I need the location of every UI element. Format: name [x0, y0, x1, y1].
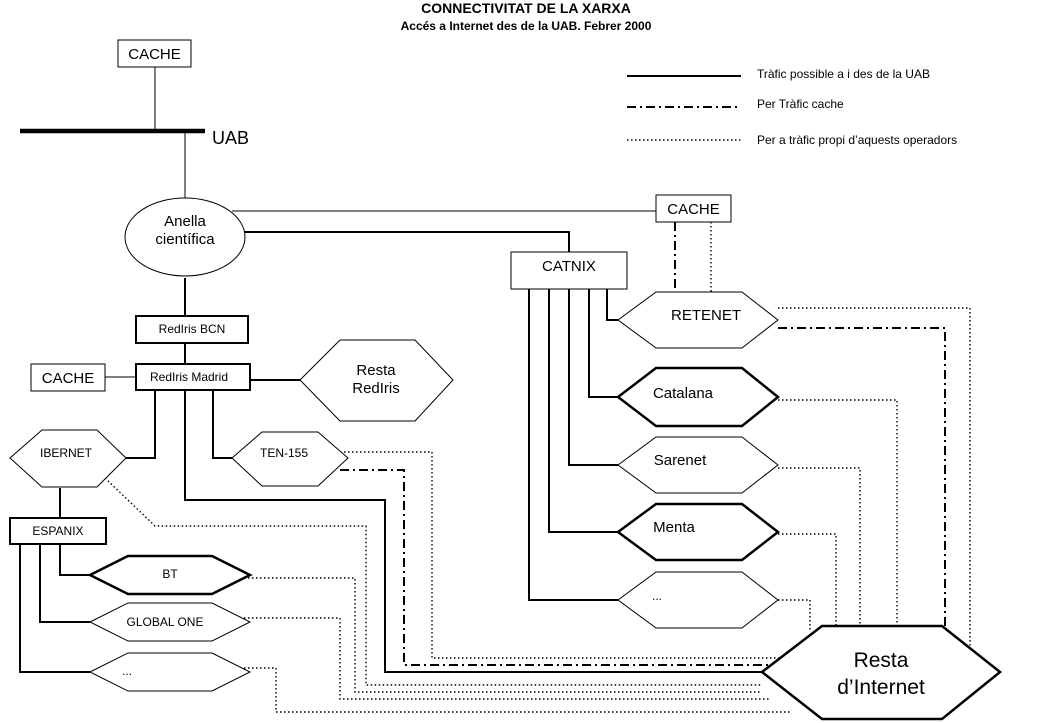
link-madrid-internet [184, 390, 762, 673]
cache-top-label: CACHE [128, 46, 181, 63]
dotted-catalana-internet [778, 399, 898, 626]
link-anella-catnix [242, 231, 570, 252]
link-madrid-ibernet [126, 390, 156, 459]
node-global-one: GLOBAL ONE [88, 602, 252, 642]
node-cache-right: CACHE [655, 194, 732, 223]
retenet-label: RETENET [671, 307, 741, 324]
node-espanix: ESPANIX [9, 517, 107, 545]
legend: Tràfic possible a i des de la UAB Per Tr… [627, 67, 957, 147]
legend-dashdot-label: Per Tràfic cache [757, 97, 844, 111]
link-espanix-bt [59, 544, 90, 576]
node-menta: Menta [615, 502, 781, 562]
resta-internet-label-line1: Resta [854, 649, 909, 672]
ten155-label: TEN-155 [260, 446, 308, 460]
node-rediris-bcn: RedIris BCN [135, 315, 249, 344]
resta-internet-label-line2: d’Internet [837, 676, 925, 699]
anella-label-line2: científica [155, 231, 215, 248]
rediris-madrid-label: RedIris Madrid [150, 370, 228, 384]
link-catnix-sarenet [568, 289, 618, 466]
dotted-more-left-internet [232, 667, 790, 713]
link-catnix-menta [548, 289, 618, 533]
anella-label-line1: Anella [164, 213, 206, 230]
legend-dotted-label: Per a tràfic propi d’aquests operadors [757, 133, 957, 147]
dotted-ibernet-internet [104, 477, 762, 686]
link-madrid-ten155 [212, 390, 232, 459]
node-bt: BT [87, 554, 253, 596]
catnix-label: CATNIX [542, 258, 596, 275]
node-anella-cientifica: Anella científica [124, 197, 246, 277]
dotted-menta-internet [778, 533, 837, 626]
dotted-ten155-internet [340, 451, 790, 659]
menta-label: Menta [653, 519, 695, 536]
resta-rediris-label-line1: Resta [356, 362, 396, 379]
node-catalana: Catalana [615, 366, 780, 428]
resta-rediris-label-line2: RedIris [352, 380, 400, 397]
global-one-label: GLOBAL ONE [127, 615, 204, 629]
node-resta-internet: Resta d’Internet [759, 624, 1002, 721]
dotted-bt-internet [232, 577, 762, 693]
diagram-title: CONNECTIVITAT DE LA XARXA [421, 0, 631, 16]
link-espanix-globalone [39, 544, 90, 623]
dotted-sarenet-internet [778, 467, 861, 626]
ibernet-label: IBERNET [40, 446, 93, 460]
connections [19, 67, 971, 713]
catalana-label: Catalana [653, 385, 714, 402]
node-sarenet: Sarenet [617, 436, 779, 494]
node-catnix: CATNIX [510, 251, 628, 290]
dotted-retenet-internet [778, 307, 971, 650]
uab-label: UAB [212, 128, 249, 148]
cache-link-ten155-internet [340, 469, 780, 666]
rediris-bcn-label: RedIris BCN [159, 322, 226, 336]
link-catnix-catalana [588, 289, 618, 398]
link-espanix-more [19, 544, 90, 673]
node-catnix-more: ... [617, 571, 779, 629]
node-ibernet: IBERNET [9, 429, 127, 488]
cache-left-label: CACHE [42, 370, 95, 387]
bt-label: BT [162, 567, 178, 581]
node-espanix-more: ... [88, 652, 252, 692]
node-cache-left: CACHE [30, 363, 106, 392]
dotted-more-internet [778, 599, 811, 632]
legend-solid-label: Tràfic possible a i des de la UAB [757, 67, 930, 81]
node-cache-top: CACHE [117, 39, 192, 68]
dotted-globalone-internet [232, 617, 770, 700]
node-retenet: RETENET [617, 291, 779, 349]
node-ten155: TEN-155 [231, 431, 349, 487]
node-rediris-madrid: RedIris Madrid [135, 363, 251, 391]
sarenet-label: Sarenet [654, 452, 707, 469]
espanix-label: ESPANIX [32, 524, 83, 538]
cache-link-retenet-internet [778, 327, 946, 655]
node-resta-rediris: Resta RedIris [299, 339, 454, 422]
espanix-more-label: ... [122, 664, 132, 678]
cache-right-label: CACHE [667, 201, 720, 218]
link-catnix-more [528, 289, 618, 601]
catnix-more-label: ... [652, 589, 662, 603]
diagram-subtitle: Accés a Internet des de la UAB. Febrer 2… [401, 19, 652, 33]
link-catnix-retenet [606, 289, 618, 321]
